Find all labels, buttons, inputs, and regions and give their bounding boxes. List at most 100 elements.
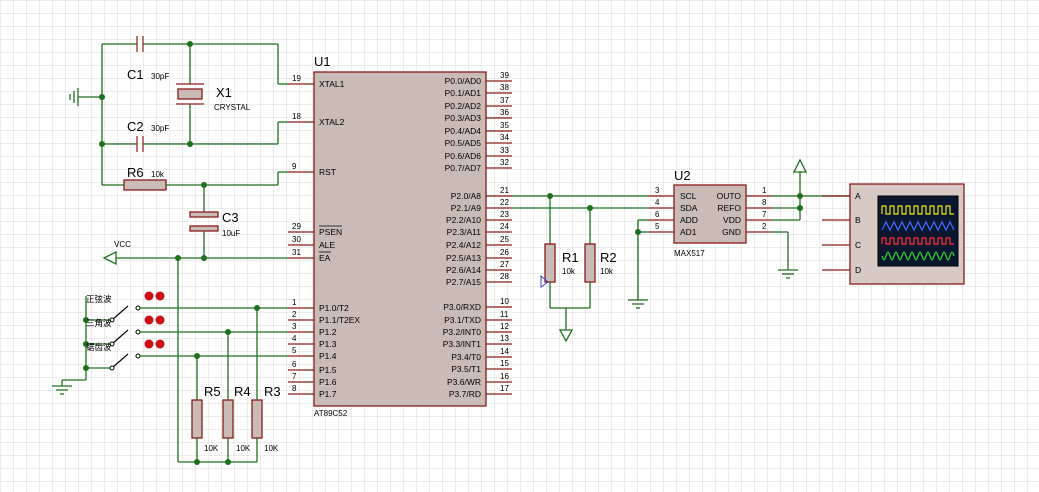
u1-pin-2: 2P1.1/T2EX	[288, 310, 360, 325]
pin-name: P3.2/INT0	[443, 327, 482, 337]
switch-1[interactable]: 正弦波	[83, 291, 288, 324]
pin-name: P2.1/A9	[451, 203, 482, 213]
pin-number: 34	[500, 133, 509, 142]
pin-number: 7	[292, 372, 297, 381]
u1-pin-7: 7P1.6	[288, 372, 337, 387]
trace-triangle	[881, 220, 955, 232]
i2c-bus: R1 R2 10k 10k	[512, 193, 648, 343]
pin-number: 29	[292, 222, 301, 231]
r5-resistor	[191, 399, 203, 439]
switch-led-b	[155, 291, 165, 301]
pin-name: P3.6/WR	[447, 377, 481, 387]
pin-name: XTAL2	[319, 117, 345, 127]
pin-number: 8	[292, 384, 297, 393]
r5-ref: R5	[204, 384, 221, 399]
pin-name: AD1	[680, 227, 697, 237]
pin-name: SCL	[680, 191, 697, 201]
pin-name: P0.5/AD5	[445, 138, 482, 148]
pin-number: 6	[292, 360, 297, 369]
u2-body	[673, 184, 747, 244]
pin-number: 2	[292, 310, 297, 319]
pin-number: 8	[762, 198, 767, 207]
pin-name: P2.7/A15	[446, 277, 481, 287]
x1-ref: X1	[216, 85, 232, 100]
u1-microcontroller[interactable]: U1 AT89C52 19XTAL118XTAL29RST29PSEN30ALE…	[288, 54, 512, 418]
switch-led-a	[144, 315, 154, 325]
pin-number: 13	[500, 334, 509, 343]
pin-number: 3	[292, 322, 297, 331]
r2-resistor	[584, 243, 596, 283]
r2-ref: R2	[600, 250, 617, 265]
r3-resistor	[251, 399, 263, 439]
wiper-marker	[540, 274, 549, 288]
pin-name: P2.3/A11	[447, 227, 482, 237]
x1-value: CRYSTAL	[214, 103, 251, 112]
switch-3[interactable]: 锯齿波	[83, 339, 288, 372]
u1-body	[313, 71, 487, 407]
pin-name: P3.3/INT1	[443, 339, 482, 349]
pin-name: P0.4/AD4	[445, 126, 482, 136]
c1-ref: C1	[127, 67, 144, 82]
pin-number: 16	[500, 372, 509, 381]
pin-number: 21	[500, 186, 509, 195]
pin-name: P2.5/A13	[446, 253, 481, 263]
pin-number: 25	[500, 235, 509, 244]
pin-number: 5	[292, 346, 297, 355]
scope-channel-A: A	[822, 191, 861, 201]
r4-value: 10K	[236, 444, 251, 453]
pin-name: P0.0/AD0	[445, 76, 482, 86]
pin-number: 19	[292, 74, 301, 83]
switch-2[interactable]: 三角波	[83, 315, 288, 348]
switch-led-b	[155, 339, 165, 349]
pin-name: P3.5/T1	[451, 364, 481, 374]
pin-number: 15	[500, 359, 509, 368]
reset-circuit: R6 10k C3 10uF	[102, 165, 288, 258]
pin-number: 38	[500, 83, 509, 92]
switch-label: 锯齿波	[86, 342, 112, 352]
pin-number: 12	[500, 322, 509, 331]
r4-ref: R4	[234, 384, 251, 399]
pin-number: 26	[500, 248, 509, 257]
switch-led-b	[155, 315, 165, 325]
pin-name: P3.0/RXD	[443, 302, 481, 312]
switch-led-a	[144, 291, 154, 301]
pin-name: P2.6/A14	[446, 265, 481, 275]
pin-name: P2.0/A8	[451, 191, 482, 201]
trace-sine	[881, 251, 955, 261]
pin-number: 3	[655, 186, 660, 195]
u1-right-pins: 39P0.0/AD038P0.1/AD137P0.2/AD236P0.3/AD3…	[443, 71, 512, 399]
pin-number: 28	[500, 272, 509, 281]
pin-name: OUTO	[717, 191, 742, 201]
scope-channel-D: D	[822, 265, 861, 275]
scope-channel-C: C	[822, 240, 861, 250]
power-arrow-u2	[792, 158, 808, 173]
pin-name: ALE	[319, 240, 335, 250]
c3-plate-negative	[189, 225, 219, 232]
pin-name: P3.1/TXD	[444, 315, 481, 325]
pin-name: PSEN	[319, 227, 342, 237]
pin-number: 18	[292, 112, 301, 121]
pin-number: 10	[500, 297, 509, 306]
pin-name: P0.2/AD2	[445, 101, 482, 111]
crystal-x1	[177, 88, 203, 100]
